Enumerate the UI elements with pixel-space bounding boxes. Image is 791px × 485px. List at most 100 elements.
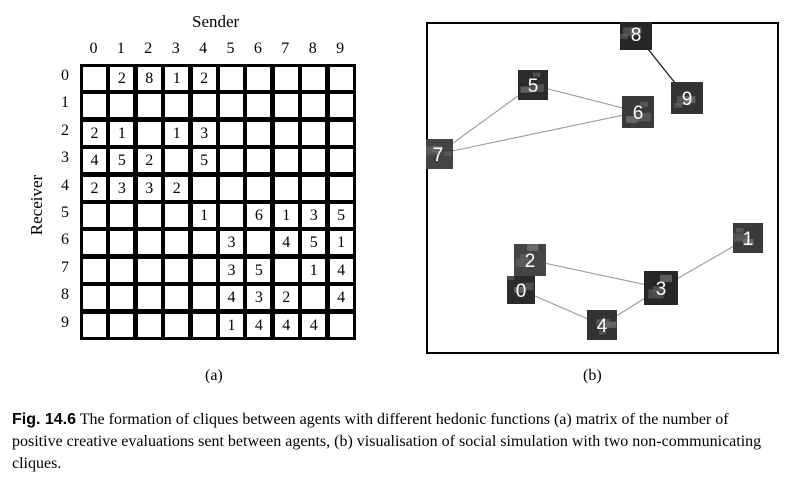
matrix-cell	[165, 231, 189, 255]
agent-link	[437, 111, 639, 155]
matrix-cell	[110, 258, 134, 282]
agent-node: 1	[733, 223, 763, 253]
matrix-cell	[220, 204, 243, 227]
matrix-cell	[110, 313, 134, 337]
matrix-cell: 4	[274, 231, 298, 255]
matrix-cell	[302, 149, 326, 173]
matrix-cell: 2	[274, 286, 298, 310]
thumbnail-texture	[648, 289, 664, 299]
matrix-cell	[220, 149, 243, 173]
matrix-cell	[165, 313, 189, 337]
thumbnail-texture	[520, 86, 531, 93]
sender-col-label: 6	[253, 40, 262, 57]
simulation-frame	[426, 22, 779, 354]
thumbnail-texture	[676, 96, 692, 105]
matrix-cell	[83, 258, 106, 282]
matrix-cell	[192, 286, 216, 310]
matrix-cell	[165, 204, 189, 227]
receiver-row-label: 8	[61, 286, 69, 304]
thumbnail-texture	[530, 84, 544, 93]
thumbnail-texture	[444, 151, 452, 156]
matrix-cell	[274, 149, 298, 173]
thumbnail-texture	[674, 103, 682, 108]
matrix-cell: 3	[220, 231, 243, 255]
matrix-cell: 4	[302, 313, 326, 337]
matrix-cell: 1	[192, 204, 216, 227]
matrix-cell	[247, 121, 271, 145]
matrix-cell	[247, 231, 271, 255]
agent-link	[532, 84, 639, 113]
matrix-cell	[137, 313, 161, 337]
thumbnail-texture	[527, 244, 539, 251]
thumbnail-texture	[514, 287, 524, 293]
receiver-row-label: 7	[61, 258, 69, 276]
matrix-cell	[165, 286, 189, 310]
receiver-row-label: 5	[61, 204, 69, 221]
matrix-cell: 5	[192, 149, 216, 173]
matrix-cell	[247, 149, 271, 173]
matrix-cell: 2	[165, 176, 189, 200]
sender-col-label: 8	[308, 40, 317, 57]
matrix-cell	[83, 286, 106, 310]
matrix-cell: 4	[329, 286, 353, 310]
thumbnail-texture	[743, 239, 754, 246]
agent-node: 9	[671, 82, 703, 114]
matrix-cell	[83, 313, 106, 337]
matrix-cell	[192, 313, 216, 337]
matrix-cell: 4	[274, 313, 298, 337]
agent-node: 6	[622, 96, 654, 128]
thumbnail-texture	[622, 27, 638, 36]
matrix-cell: 2	[83, 121, 106, 145]
thumbnail-texture	[620, 34, 628, 39]
matrix-cell: 3	[192, 121, 216, 145]
receiver-axis-title: Receiver	[27, 174, 46, 236]
agent-node: 4	[587, 310, 617, 340]
matrix-cell	[220, 67, 243, 90]
matrix-cell	[302, 286, 326, 310]
matrix-cell	[137, 286, 161, 310]
agent-node: 7	[426, 139, 453, 169]
agent-id-label: 4	[597, 316, 608, 337]
agent-id-label: 1	[743, 229, 754, 250]
matrix-cell: 1	[165, 67, 189, 90]
matrix-cell	[83, 204, 106, 227]
agent-link	[437, 84, 534, 155]
matrix-cell	[302, 121, 326, 145]
matrix-cell: 5	[110, 149, 134, 173]
matrix-cell	[302, 67, 326, 90]
matrix-cell: 2	[110, 67, 134, 90]
matrix-cell: 5	[247, 258, 271, 282]
matrix-cell	[274, 258, 298, 282]
sender-axis-title: Sender	[192, 12, 240, 31]
matrix-cell	[192, 231, 216, 255]
agent-id-label: 0	[516, 281, 527, 302]
agent-link	[529, 259, 662, 289]
agent-id-label: 3	[656, 279, 667, 300]
matrix-cell	[83, 94, 106, 118]
panel-a-label: (a)	[205, 367, 223, 384]
matrix-cell: 4	[247, 313, 271, 337]
matrix-cell	[329, 176, 353, 200]
matrix-cell	[165, 149, 189, 173]
matrix-cell: 5	[329, 204, 353, 227]
sender-col-label: 0	[89, 40, 98, 57]
agent-node: 3	[644, 271, 678, 305]
matrix-cell: 1	[329, 231, 353, 255]
matrix-cell	[110, 94, 134, 118]
thumbnail-texture	[521, 282, 534, 291]
agent-id-label: 9	[682, 89, 693, 110]
agent-id-label: 2	[525, 251, 536, 272]
matrix-cell	[137, 121, 161, 145]
sender-col-label: 9	[336, 40, 345, 57]
caption-text: The formation of cliques between agents …	[12, 411, 762, 472]
thumbnail-texture	[626, 116, 638, 123]
matrix-cell: 1	[220, 313, 243, 337]
panel-b-label: (b)	[583, 367, 602, 384]
matrix-cell	[302, 94, 326, 118]
matrix-cell	[329, 94, 353, 118]
receiver-row-label: 2	[61, 121, 69, 139]
matrix-cell	[329, 121, 353, 145]
